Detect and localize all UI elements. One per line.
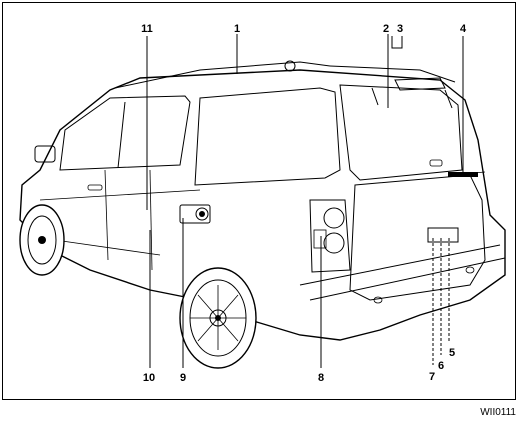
callout-11: 11 — [141, 23, 153, 35]
fuel-filler-door — [179, 204, 211, 224]
diagram-frame — [2, 2, 516, 400]
callout-6: 6 — [438, 360, 444, 372]
callout-5: 5 — [449, 347, 455, 359]
figure-id: WII0111 — [480, 407, 516, 418]
callout-1: 1 — [234, 23, 240, 35]
front-wheel — [19, 204, 65, 276]
vehicle-body-outline — [19, 60, 506, 341]
callout-9: 9 — [180, 372, 186, 384]
taillight-cluster — [309, 199, 351, 273]
callout-10: 10 — [143, 372, 155, 384]
leader-lines — [146, 34, 464, 368]
callout-2: 2 — [383, 23, 389, 35]
callout-8: 8 — [318, 372, 324, 384]
callout-7: 7 — [429, 371, 435, 383]
rear-wheel — [179, 267, 257, 369]
callout-4: 4 — [460, 23, 467, 35]
callout-3: 3 — [397, 23, 403, 35]
callout-labels: 1 2 3 4 5 6 7 8 9 10 11 — [141, 23, 467, 384]
